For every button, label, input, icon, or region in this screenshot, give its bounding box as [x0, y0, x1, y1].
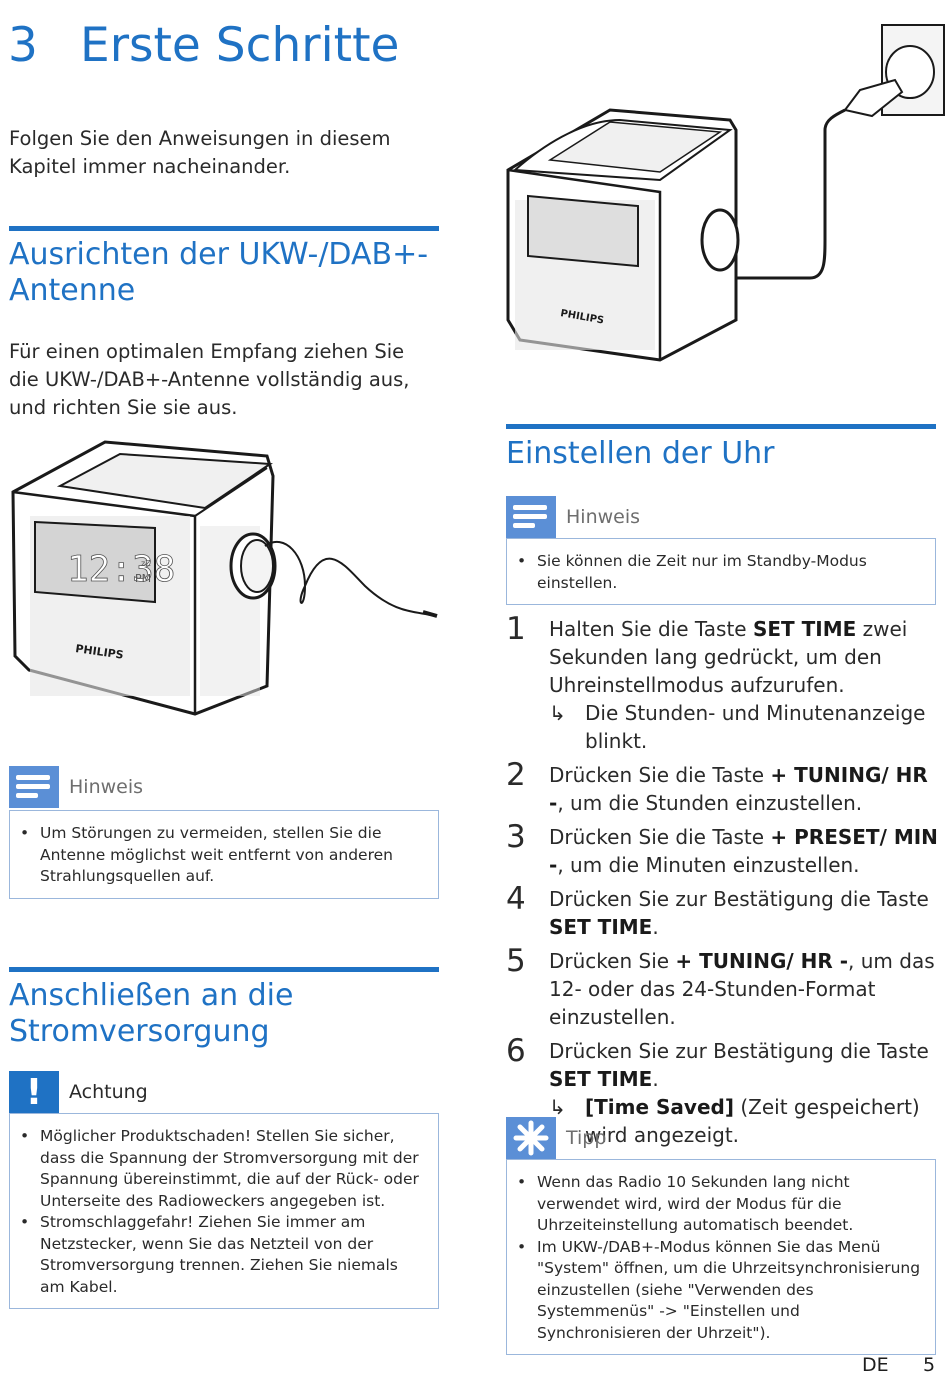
- step-number: 6: [506, 1033, 526, 1069]
- note-header: Hinweis: [506, 496, 936, 538]
- section-rule: [506, 424, 936, 429]
- step-text: Halten Sie die Taste: [549, 617, 753, 641]
- step-text: .: [652, 915, 659, 939]
- note-label: Hinweis: [69, 776, 144, 798]
- caution-item: Stromschlaggefahr! Ziehen Sie immer am N…: [20, 1212, 426, 1298]
- intro-text: Folgen Sie den Anweisungen in diesem Kap…: [9, 127, 391, 178]
- step-item: 4 Drücken Sie zur Bestätigung die Taste …: [506, 881, 940, 941]
- antenna-section-title: Ausrichten der UKW-/DAB+-Antenne: [9, 237, 429, 308]
- tip-header: Tipp: [506, 1117, 936, 1159]
- result-text: Die Stunden- und Minutenanzeige blinkt.: [585, 701, 926, 753]
- step-item: 2 Drücken Sie die Taste + TUNING/ HR -, …: [506, 757, 940, 817]
- note-icon: [506, 496, 556, 538]
- step-key: SET TIME: [549, 915, 653, 939]
- step-result: ↳ Die Stunden- und Minutenanzeige blinkt.: [549, 699, 940, 755]
- steps-list: 1 Halten Sie die Taste SET TIME zwei Sek…: [506, 611, 940, 1155]
- step-key: + TUNING/ HR -: [549, 763, 928, 815]
- caution-label: Achtung: [69, 1081, 148, 1103]
- power-section-title: Anschließen an die Stromversorgung: [9, 978, 294, 1049]
- step-item: 1 Halten Sie die Taste SET TIME zwei Sek…: [506, 611, 940, 755]
- display-zz: zZ: [141, 559, 151, 568]
- note-header: Hinweis: [9, 766, 439, 808]
- result-arrow-icon: ↳: [549, 701, 566, 725]
- note-item: Sie können die Zeit nur im Standby-Modus…: [517, 551, 923, 594]
- note-body: Sie können die Zeit nur im Standby-Modus…: [506, 538, 936, 605]
- step-text: Drücken Sie die Taste: [549, 763, 771, 787]
- step-item: 5 Drücken Sie + TUNING/ HR -, um das 12-…: [506, 943, 940, 1031]
- tip-label: Tipp: [566, 1127, 607, 1149]
- clock-section-title: Einstellen der Uhr: [506, 436, 775, 471]
- antenna-note: Hinweis Um Störungen zu vermeiden, stell…: [9, 766, 439, 899]
- step-text: Drücken Sie zur Bestätigung die Taste: [549, 887, 929, 911]
- step-text: zwei Sekunden lang gedrückt, um den Uhre…: [549, 617, 908, 697]
- chapter-title-text: Erste Schritte: [80, 18, 400, 73]
- display-ampm: PM: [135, 572, 151, 585]
- tip-item: Im UKW-/DAB+-Modus können Sie das Menü "…: [517, 1237, 923, 1345]
- step-key: + TUNING/ HR -: [675, 949, 849, 973]
- step-number: 2: [506, 757, 526, 793]
- asterisk-icon: [506, 1117, 556, 1159]
- result-arrow-icon: ↳: [549, 1095, 566, 1119]
- section-rule: [9, 967, 439, 972]
- warning-icon: !: [9, 1071, 59, 1113]
- note-body: Um Störungen zu vermeiden, stellen Sie d…: [9, 810, 439, 899]
- step-text: .: [652, 1067, 659, 1091]
- radio-antenna-illustration: 12:38 PM zZ PHILIPS: [11, 440, 438, 716]
- tip-body: Wenn das Radio 10 Sekunden lang nicht ve…: [506, 1159, 936, 1355]
- caution-header: ! Achtung: [9, 1071, 439, 1113]
- step-number: 5: [506, 943, 526, 979]
- antenna-text: Für einen optimalen Empfang ziehen Sie d…: [9, 340, 410, 419]
- step-text: Drücken Sie die Taste: [549, 825, 771, 849]
- radio-power-illustration: PHILIPS: [506, 24, 945, 362]
- step-item: 6 Drücken Sie zur Bestätigung die Taste …: [506, 1033, 940, 1149]
- caution-box: ! Achtung Möglicher Produktschaden! Stel…: [9, 1071, 439, 1309]
- footer-page-number: 5: [923, 1354, 936, 1376]
- step-result: ↳ [Time Saved] (Zeit gespeichert) wird an…: [549, 1093, 940, 1149]
- note-label: Hinweis: [566, 506, 641, 528]
- note-item: Um Störungen zu vermeiden, stellen Sie d…: [20, 823, 426, 888]
- note-icon: [9, 766, 59, 808]
- result-text: (Zeit gespeichert) wird angezeigt.: [585, 1095, 920, 1147]
- tip-box: Tipp Wenn das Radio 10 Sekunden lang nic…: [506, 1117, 936, 1355]
- caution-body: Möglicher Produktschaden! Stellen Sie si…: [9, 1113, 439, 1309]
- result-key: [Time Saved]: [585, 1095, 734, 1119]
- step-item: 3 Drücken Sie die Taste + PRESET/ MIN -,…: [506, 819, 940, 879]
- step-text: , um die Minuten einzustellen.: [557, 853, 860, 877]
- display-time: 12:38: [67, 549, 175, 590]
- step-key: + PRESET/ MIN -: [549, 825, 938, 877]
- step-text: Drücken Sie zur Bestätigung die Taste: [549, 1039, 929, 1063]
- step-key: SET TIME: [549, 1067, 653, 1091]
- caution-item: Möglicher Produktschaden! Stellen Sie si…: [20, 1126, 426, 1212]
- footer-language: DE: [862, 1354, 889, 1376]
- step-number: 1: [506, 611, 526, 647]
- chapter-number: 3: [8, 18, 38, 73]
- step-number: 3: [506, 819, 526, 855]
- section-rule: [9, 226, 439, 231]
- tip-item: Wenn das Radio 10 Sekunden lang nicht ve…: [517, 1172, 923, 1237]
- step-text: , um die Stunden einzustellen.: [557, 791, 863, 815]
- clock-note: Hinweis Sie können die Zeit nur im Stand…: [506, 496, 936, 605]
- step-key: SET TIME: [752, 617, 857, 641]
- chapter-title: 3 Erste Schritte: [8, 16, 399, 76]
- step-text: , um das 12- oder das 24-Stunden-Format …: [549, 949, 935, 1029]
- step-text: Drücken Sie: [549, 949, 676, 973]
- step-number: 4: [506, 881, 526, 917]
